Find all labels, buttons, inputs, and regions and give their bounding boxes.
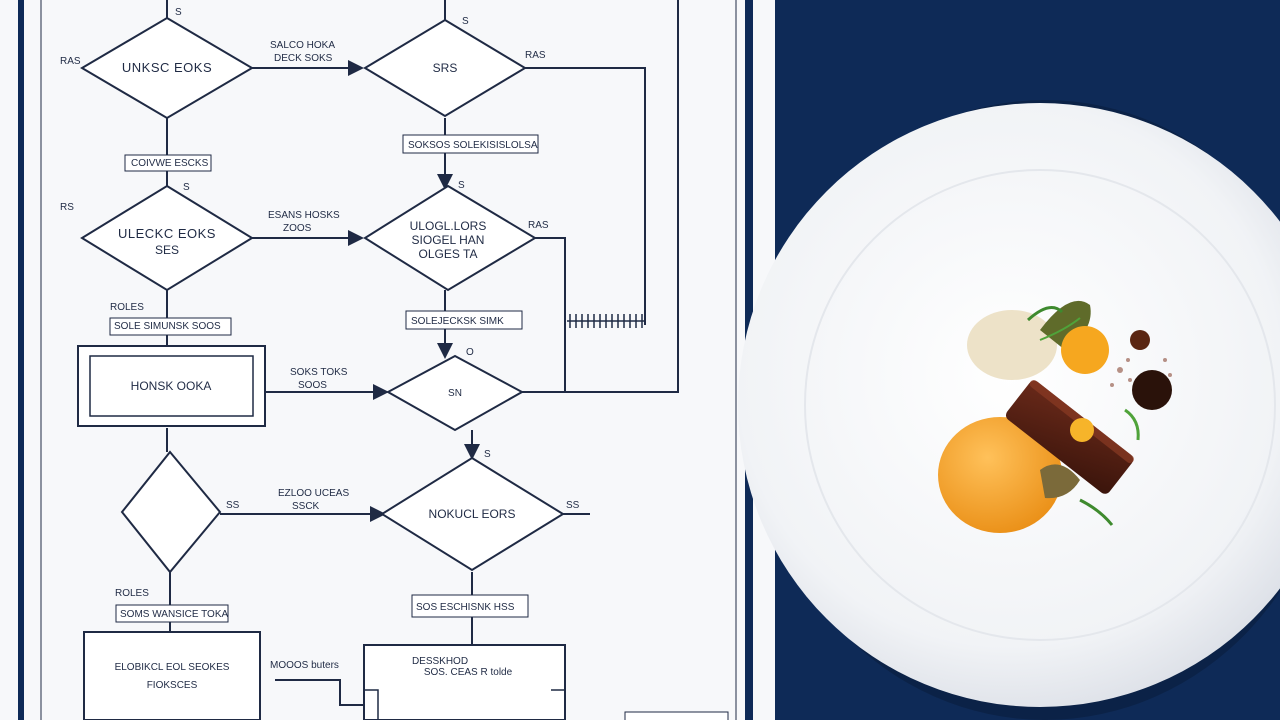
note-text: SOLEJECKSK SIMK — [411, 316, 504, 327]
note-box — [402, 134, 539, 154]
dark-sphere — [1132, 370, 1172, 410]
decision-6 — [120, 450, 222, 574]
connector — [275, 679, 378, 706]
inner-border-right — [735, 0, 737, 720]
note-text: SOOS — [298, 380, 327, 391]
left-margin-bar — [18, 0, 24, 720]
note-box — [405, 310, 523, 330]
orange-dot — [1070, 418, 1094, 442]
note-text: ROLES — [115, 588, 149, 599]
note-text: RS — [60, 202, 74, 213]
plate-rim — [804, 169, 1276, 641]
process-3 — [363, 644, 566, 720]
decision-1-side-label: RAS — [60, 56, 81, 67]
decision-5-label: SN — [448, 388, 462, 399]
note-text: ZOOS — [283, 223, 312, 234]
process-1-label: HONSK OOKA — [131, 379, 212, 393]
decision-4-label-2: SIOGEL HAN — [412, 233, 485, 247]
note-text: RAS — [525, 50, 546, 61]
process-2-label-1: ELOBIKCL EOL SEOKES — [115, 662, 230, 673]
hatch-marks — [567, 314, 645, 328]
process-3-label-1: DESSKHOD — [412, 656, 468, 667]
herb-stem — [1079, 498, 1114, 526]
note-text: SS — [566, 500, 580, 511]
inner-border-left — [40, 0, 42, 720]
decision-3-label-1: ULECKC EOKS — [118, 226, 216, 241]
note-text: MOOOS buters — [270, 660, 339, 671]
cream-puree — [967, 310, 1057, 380]
decision-4-label-3: OLGES TA — [419, 247, 478, 261]
herb-stem — [1026, 306, 1064, 322]
decision-4 — [363, 184, 537, 292]
process-1-inner — [89, 355, 254, 417]
dark-sphere — [1130, 330, 1150, 350]
process-2 — [83, 631, 261, 720]
note-box — [124, 154, 212, 172]
decision-7 — [380, 456, 565, 572]
note-text: SS — [226, 500, 240, 511]
process-2-label-2: FIOKSCES — [147, 680, 198, 691]
decision-5 — [385, 354, 525, 432]
decision-3 — [80, 184, 254, 292]
herb-stem — [1039, 317, 1081, 341]
decision-4-top-label: S — [458, 180, 465, 191]
note-text: ESANS HOSKS — [268, 210, 340, 221]
note-text: ROLES — [110, 302, 144, 313]
orange-gel — [1061, 326, 1109, 374]
dish — [938, 300, 1172, 533]
note-text: DECK SOKS — [274, 53, 333, 64]
note-box — [109, 317, 232, 336]
note-text: SOKSOS SOLEKISISLOLSA — [408, 140, 538, 151]
note-text: SOKS TOKS — [290, 367, 348, 378]
decision-3-label-2: SES — [155, 243, 179, 257]
note-text: S — [183, 182, 190, 193]
note-box — [411, 594, 529, 618]
note-text: SOLE SIMUNSK SOOS — [114, 321, 221, 332]
decision-4-label-1: ULOGL.LORS — [410, 219, 487, 233]
vegetable-piece — [1040, 464, 1080, 499]
orange-puree — [938, 417, 1062, 533]
note-text: RAS — [528, 220, 549, 231]
decision-1 — [80, 16, 254, 120]
process-3-label-2: SOS. CEAS R tolde — [424, 667, 513, 678]
connector — [525, 67, 646, 325]
note-text: S — [175, 7, 182, 18]
herb-stem — [1124, 408, 1140, 441]
note-text: SOMS WANSICE TOKA — [120, 609, 228, 620]
decision-2 — [363, 18, 527, 118]
decision-1-label: UNKSC EOKS — [122, 60, 212, 75]
note-text: SALCO HOKA — [270, 40, 335, 51]
decision-5-top-label: O — [466, 347, 474, 358]
plate — [738, 103, 1280, 707]
decision-2-label: SRS — [433, 61, 458, 75]
decision-2-top-label: S — [462, 16, 469, 27]
note-box — [115, 604, 229, 623]
note-text: EZLOO UCEAS — [278, 488, 349, 499]
food-photo — [738, 0, 1280, 720]
flowchart-labels: UNKSC EOKS RAS SRS S ULECKC EOKS SES ULO… — [60, 7, 580, 691]
note-text: COIVWE ESCKS — [131, 158, 209, 169]
note-box — [624, 711, 729, 720]
note-text: SSCK — [292, 501, 320, 512]
flowchart — [77, 0, 729, 720]
process-3-feet — [364, 689, 565, 720]
note-text: S — [484, 449, 491, 460]
note-text: SOS ESCHISNK HSS — [416, 602, 515, 613]
connector — [522, 0, 679, 393]
crumb-dust — [1110, 358, 1172, 387]
decision-7-label: NOKUCL EORS — [429, 507, 516, 521]
